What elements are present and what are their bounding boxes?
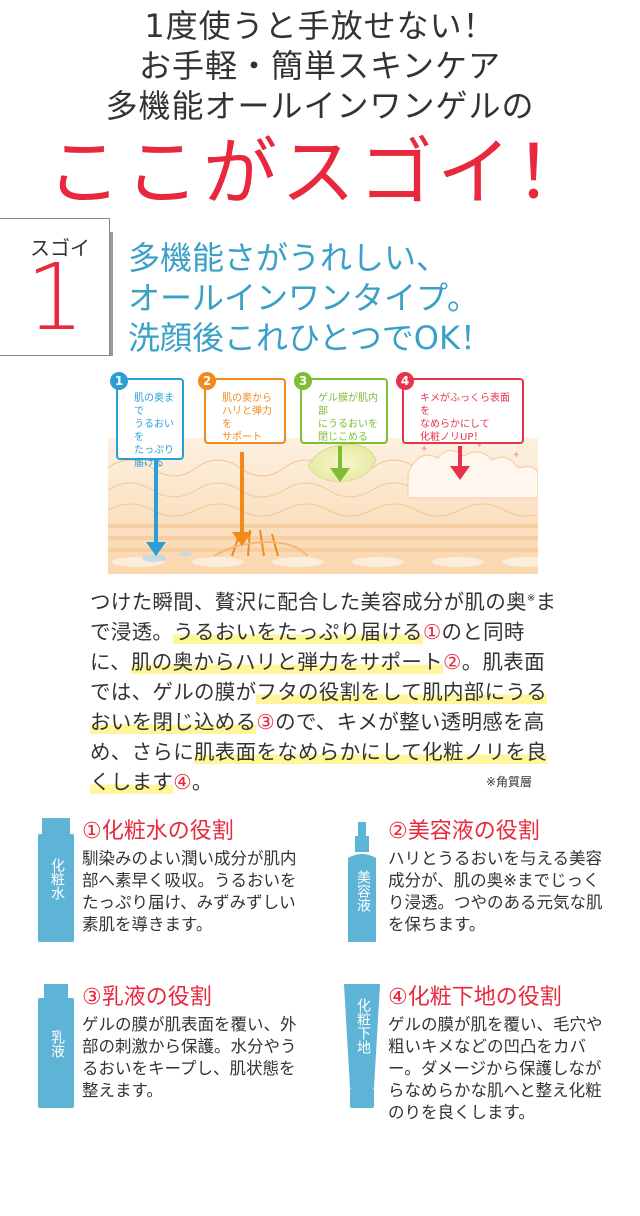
callout-2-line: ハリと弾力を [222, 406, 272, 430]
callout-2-line: 肌の奥から [222, 393, 272, 404]
text-segment: 。 [191, 769, 213, 794]
callout-1-number: 1 [110, 372, 128, 390]
bottle-label: 化粧水 [49, 858, 65, 900]
callout-3-line: ゲル膜が肌内部 [318, 393, 378, 417]
footnote: ※角質層 [486, 775, 533, 789]
callout-3-number: 3 [294, 372, 312, 390]
role-serum: 美容液 ②美容液の役割 ハリとうるおいを与える美容成分が、肌の奥※までじっくり浸… [342, 818, 632, 948]
callout-3-arrow [330, 446, 350, 482]
callout-4-line: なめらかにして [420, 419, 490, 430]
primer-tube-icon [344, 984, 380, 1108]
role-description: ゲルの膜が肌表面を覆い、外部の刺激から保護。水分やうるおいをキープし、肌状態を整… [82, 1015, 297, 1100]
highlight-2: 肌の奥 [131, 649, 194, 674]
intro-line-3: 多機能オールインワンゲルの [105, 87, 535, 125]
circled-number-2: ② [443, 649, 462, 674]
bottle-label: 美容液 [355, 870, 371, 912]
callout-1-line: うるおいを [134, 419, 174, 443]
intro-line-1: 1度使うと手放せない！ [144, 7, 496, 45]
text-segment: まで浸透。 [90, 589, 557, 644]
role-description: ゲルの膜が肌を覆い、毛穴や粗いキメなどの凹凸をカバー。ダメージから保護しながらな… [388, 1015, 603, 1122]
point-title-line-3: 洗顔後これひとつでOK！ [128, 319, 492, 357]
point-title-divider [110, 232, 113, 356]
headline: ここがスゴイ！ [47, 130, 593, 216]
role-emulsion: 乳液 ③乳液の役割 ゲルの膜が肌表面を覆い、外部の刺激から保護。水分やうるおいを… [36, 984, 336, 1114]
circled-number-1: ① [422, 619, 442, 644]
text-segment: ので、キメが整い透明感を高め、さらに [90, 709, 545, 764]
callout-4-line: キメがふっくら表面を [420, 393, 510, 417]
point-title-line-2: オールインワンタイプ。 [128, 279, 480, 317]
role-lotion: 化粧水 ①化粧水の役割 馴染みのよい潤い成分が肌内部へ素早く吸収。うるおいをたっ… [36, 818, 336, 948]
point-number: 1 [26, 244, 85, 351]
callout-3-line: 閉じこめる [318, 432, 368, 443]
callout-1-arrow [146, 452, 166, 556]
point-title-line-1: 多機能さがうれしい、 [128, 239, 449, 277]
callout-2-arrow [232, 452, 252, 546]
circled-number-3: ③ [256, 709, 276, 734]
callout-4: 4 キメがふっくら表面を なめらかにして 化粧ノリUP！ [396, 372, 524, 444]
callout-2-line: サポート [222, 432, 262, 443]
text-segment: つけた瞬間、贅沢に配合した美容成分が肌の奥 [90, 589, 527, 614]
role-title: ①化粧水の役割 [82, 819, 234, 844]
callout-1-line: 肌の奥まで [134, 393, 174, 417]
point-label: スゴイ [30, 236, 90, 260]
callout-4-line: 化粧ノリUP！ [420, 432, 484, 443]
highlight-2b: からハリと弾力をサポート [193, 649, 444, 674]
role-title: ④化粧下地の役割 [388, 985, 562, 1010]
svg-text:✦: ✦ [476, 441, 483, 450]
skin-diagram: ✦ ✦ ✦ 1 肌の奥まで うるおいを [108, 372, 538, 574]
callout-1-line: たっぷり [134, 445, 174, 456]
role-title: ②美容液の役割 [388, 819, 540, 844]
footnote-mark: ※ [526, 593, 536, 604]
skin-layers-illustration: ✦ ✦ ✦ [108, 438, 538, 574]
bottle-label: 化粧下地 [355, 998, 371, 1054]
role-primer: 化粧下地 ④化粧下地の役割 ゲルの膜が肌を覆い、毛穴や粗いキメなどの凹凸をカバー… [342, 984, 632, 1134]
description-paragraph: つけた瞬間、贅沢に配合した美容成分が肌の奥※まで浸透。うるおいをたっぷり届ける①… [90, 584, 560, 797]
svg-text:✦: ✦ [420, 444, 428, 455]
emulsion-bottle-icon [38, 984, 74, 1108]
role-description: 馴染みのよい潤い成分が肌内部へ素早く吸収。うるおいをたっぷり届け、みずみずしい素… [82, 849, 297, 934]
point-badge-box [0, 218, 110, 356]
bottle-label: 乳液 [49, 1030, 65, 1058]
intro-heading: 1度使うと手放せない！ お手軽・簡単スキンケア 多機能オールインワンゲルの [0, 6, 640, 126]
svg-text:✦: ✦ [512, 450, 520, 461]
intro-line-2: お手軽・簡単スキンケア [138, 47, 502, 85]
callout-3: 3 ゲル膜が肌内部 にうるおいを 閉じこめる [294, 372, 388, 444]
role-description: ハリとうるおいを与える美容成分が、肌の奥※までじっくり浸透。つやのある元気な肌を… [388, 849, 603, 934]
role-title: ③乳液の役割 [82, 985, 212, 1010]
callout-3-line: にうるおいを [318, 419, 378, 430]
callout-4-arrow [450, 446, 470, 480]
lotion-bottle-icon [38, 818, 74, 942]
point-title: 多機能さがうれしい、 オールインワンタイプ。 洗顔後これひとつでOK！ [128, 238, 492, 358]
text-segment: 。肌表面では、ゲルの膜が [90, 649, 545, 704]
callout-2-number: 2 [198, 372, 216, 390]
circled-number-4: ④ [173, 769, 192, 794]
serum-bottle-icon [348, 822, 376, 942]
callout-4-number: 4 [396, 372, 414, 390]
callout-1-line: 届ける [134, 458, 164, 469]
callout-1: 1 肌の奥まで うるおいを たっぷり 届ける [110, 372, 184, 469]
text-segment: のと同時に、 [90, 619, 525, 674]
callout-2: 2 肌の奥から ハリと弾力を サポート [198, 372, 286, 444]
highlight-1: うるおいをたっぷり届ける [173, 619, 423, 644]
